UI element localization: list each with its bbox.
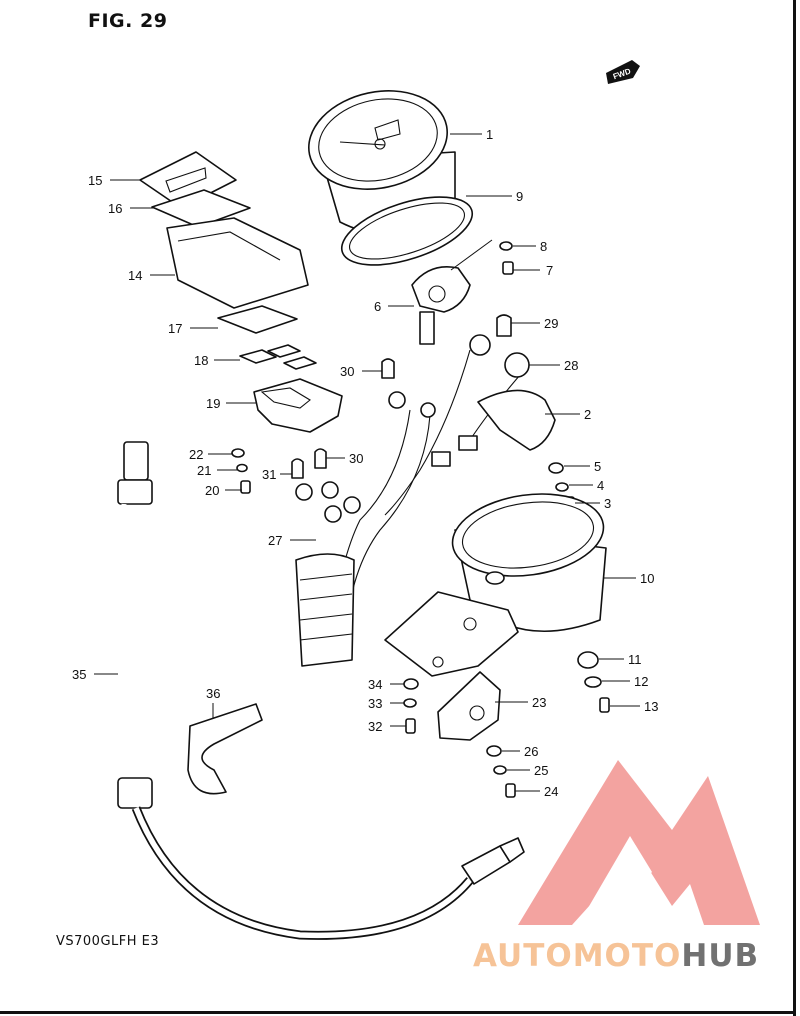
label-part-4: 4 — [597, 478, 604, 493]
watermark-text-dark: HUB — [681, 938, 759, 974]
washer-part-26 — [486, 745, 502, 757]
automotohub-watermark: AUTOMOTOHUB — [473, 760, 760, 974]
meter-case — [384, 493, 607, 677]
model-code: VS700GLFH E3 — [56, 934, 160, 949]
label-part-5: 5 — [594, 459, 601, 474]
bulb-part-30-lower — [314, 448, 327, 469]
label-part-16: 16 — [108, 201, 122, 216]
label-part-14: 14 — [128, 268, 142, 283]
label-part-25: 25 — [534, 763, 548, 778]
bulb-part-29 — [496, 314, 512, 337]
label-part-17: 17 — [168, 321, 182, 336]
bulb-socket-28 — [469, 334, 530, 378]
label-part-12: 12 — [634, 674, 648, 689]
indicator-socket-block — [253, 378, 343, 433]
washer-part-21 — [236, 463, 248, 473]
label-part-27: 27 — [268, 533, 282, 548]
label-part-19: 19 — [206, 396, 220, 411]
bulb-part-30-upper — [381, 358, 395, 379]
washer-part-12 — [584, 676, 602, 688]
label-part-26: 26 — [524, 744, 538, 759]
washer-part-22 — [231, 448, 245, 458]
label-part-20: 20 — [205, 483, 219, 498]
nut-part-25 — [493, 765, 507, 775]
label-part-15: 15 — [88, 173, 102, 188]
meter-bracket — [437, 671, 501, 741]
label-part-13: 13 — [644, 699, 658, 714]
label-part-11: 11 — [628, 652, 642, 667]
wiring-harness — [295, 349, 521, 667]
page-border-right — [793, 0, 796, 1016]
bolt-part-32 — [405, 718, 416, 734]
automotohub-logo-icon — [518, 760, 760, 925]
grommet-part-11 — [577, 651, 599, 669]
callout-labels: 1 2 3 4 5 6 7 8 9 10 11 12 13 14 15 16 1… — [72, 127, 658, 799]
label-part-33: 33 — [368, 696, 382, 711]
fwd-arrow-badge: FWD — [606, 60, 640, 84]
label-part-29: 29 — [544, 316, 558, 331]
bulb-part-31 — [291, 458, 304, 479]
watermark-text-light: AUTOMOTO — [473, 938, 681, 974]
washer-part-33 — [403, 698, 417, 708]
grommet-part-5 — [548, 462, 564, 474]
label-part-28: 28 — [564, 358, 578, 373]
label-part-24: 24 — [544, 784, 558, 799]
label-part-32: 32 — [368, 719, 382, 734]
label-part-21: 21 — [197, 463, 211, 478]
label-part-2: 2 — [584, 407, 591, 422]
label-part-18: 18 — [194, 353, 208, 368]
cable-clamp — [187, 703, 263, 795]
label-part-23: 23 — [532, 695, 546, 710]
indicator-housing — [166, 217, 309, 309]
label-part-34: 34 — [368, 677, 382, 692]
label-part-9: 9 — [516, 189, 523, 204]
meter-gear-bracket — [411, 239, 493, 345]
grommet-part-34 — [403, 678, 419, 690]
screw-part-24 — [505, 783, 516, 798]
indicator-plate — [217, 305, 298, 334]
meter-gasket-ring — [340, 196, 474, 266]
label-part-6: 6 — [374, 299, 381, 314]
label-part-30-lower: 30 — [349, 451, 363, 466]
label-part-7: 7 — [546, 263, 553, 278]
screw-part-7 — [502, 261, 514, 275]
indicator-lens-gasket — [151, 189, 251, 228]
screw-part-20 — [240, 480, 251, 494]
label-part-1: 1 — [486, 127, 493, 142]
label-part-30-upper: 30 — [340, 364, 354, 379]
indicator-lens-cover — [139, 151, 237, 209]
speedometer-cable — [117, 441, 525, 940]
label-part-8: 8 — [540, 239, 547, 254]
bolt-part-13 — [599, 697, 610, 713]
callout-leader-lines — [94, 133, 640, 792]
socket-holder-plate — [477, 389, 556, 451]
indicator-bulb-covers — [239, 344, 317, 370]
svg-text:AUTOMOTOHUB: AUTOMOTOHUB — [473, 938, 759, 974]
label-part-22: 22 — [189, 447, 203, 462]
label-part-31: 31 — [262, 467, 276, 482]
label-part-35: 35 — [72, 667, 86, 682]
label-part-10: 10 — [640, 571, 654, 586]
page-border-bottom — [0, 1011, 796, 1014]
figure-title: FIG. 29 — [88, 10, 168, 32]
label-part-36: 36 — [206, 686, 220, 701]
label-part-3: 3 — [604, 496, 611, 511]
washer-part-4 — [555, 482, 569, 492]
nut-part-8 — [499, 241, 513, 251]
